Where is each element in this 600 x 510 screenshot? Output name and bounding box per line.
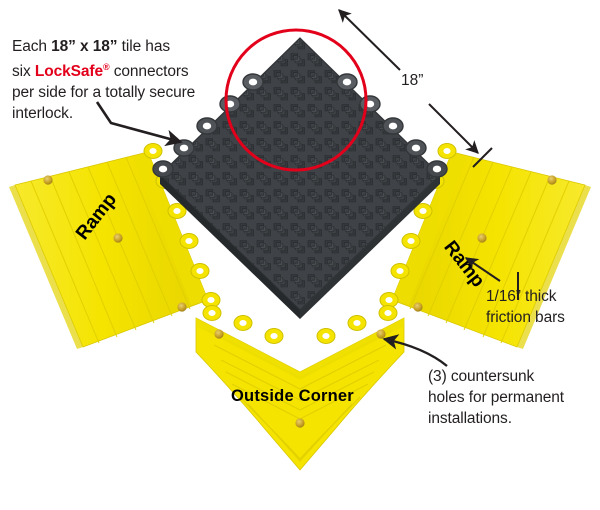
locksafe-connectors-corner [202, 305, 398, 344]
callout-friction-line1: 1/16” thick [486, 288, 557, 305]
brand-locksafe-text: LockSafe [34, 63, 103, 81]
locksafe-connectors-tile-top-right [336, 73, 448, 178]
callout-friction-line2: friction bars [486, 309, 565, 326]
outside-corner-part [195, 305, 405, 471]
callout-locksafe-line1-pre: Each [12, 38, 52, 55]
countersunk-holes-ramp-left [43, 175, 187, 312]
friction-bars-corner-nose [239, 396, 361, 462]
countersunk-holes-ramp-right [413, 175, 557, 312]
friction-bars-right [409, 156, 570, 344]
dimension-tick [472, 147, 493, 168]
callout-locksafe: Each 18” x 18” tile has six LockSafe® co… [12, 36, 227, 124]
callout-locksafe-line2-post: connectors [109, 63, 189, 81]
center-tile [152, 37, 448, 319]
friction-bars-left [30, 156, 191, 344]
callout-friction-bars: 1/16” thick friction bars [486, 286, 598, 328]
callout-tile-size: 18” x 18” [51, 38, 118, 55]
leader-friction [464, 257, 501, 282]
callout-countersunk-holes: (3) countersunk holes for permanent inst… [428, 366, 598, 429]
dimension-arrow-upper [338, 9, 401, 71]
leader-holes [382, 334, 448, 367]
callout-locksafe-line1-post: tile has [117, 38, 170, 55]
highlight-circle [224, 28, 368, 172]
locksafe-connectors-ramp-left [143, 143, 221, 308]
leader-locksafe [95, 101, 183, 147]
callout-holes-line2: holes for permanent [428, 389, 564, 406]
callout-holes-line1: (3) countersunk [428, 368, 535, 385]
callout-dimension: 18” [401, 72, 424, 89]
part-label-outside-corner: Outside Corner [231, 387, 354, 405]
callout-holes-line3: installations. [428, 410, 512, 427]
registered-mark-icon: ® [102, 62, 110, 72]
brand-locksafe: LockSafe® [34, 62, 110, 81]
callout-locksafe-line4: interlock. [12, 105, 74, 123]
callout-locksafe-line2-pre: six [12, 63, 35, 81]
ramp-left-part [9, 143, 221, 349]
dimension-arrow-lower [428, 103, 479, 154]
callout-locksafe-line3: per side for a totally secure [12, 84, 196, 102]
